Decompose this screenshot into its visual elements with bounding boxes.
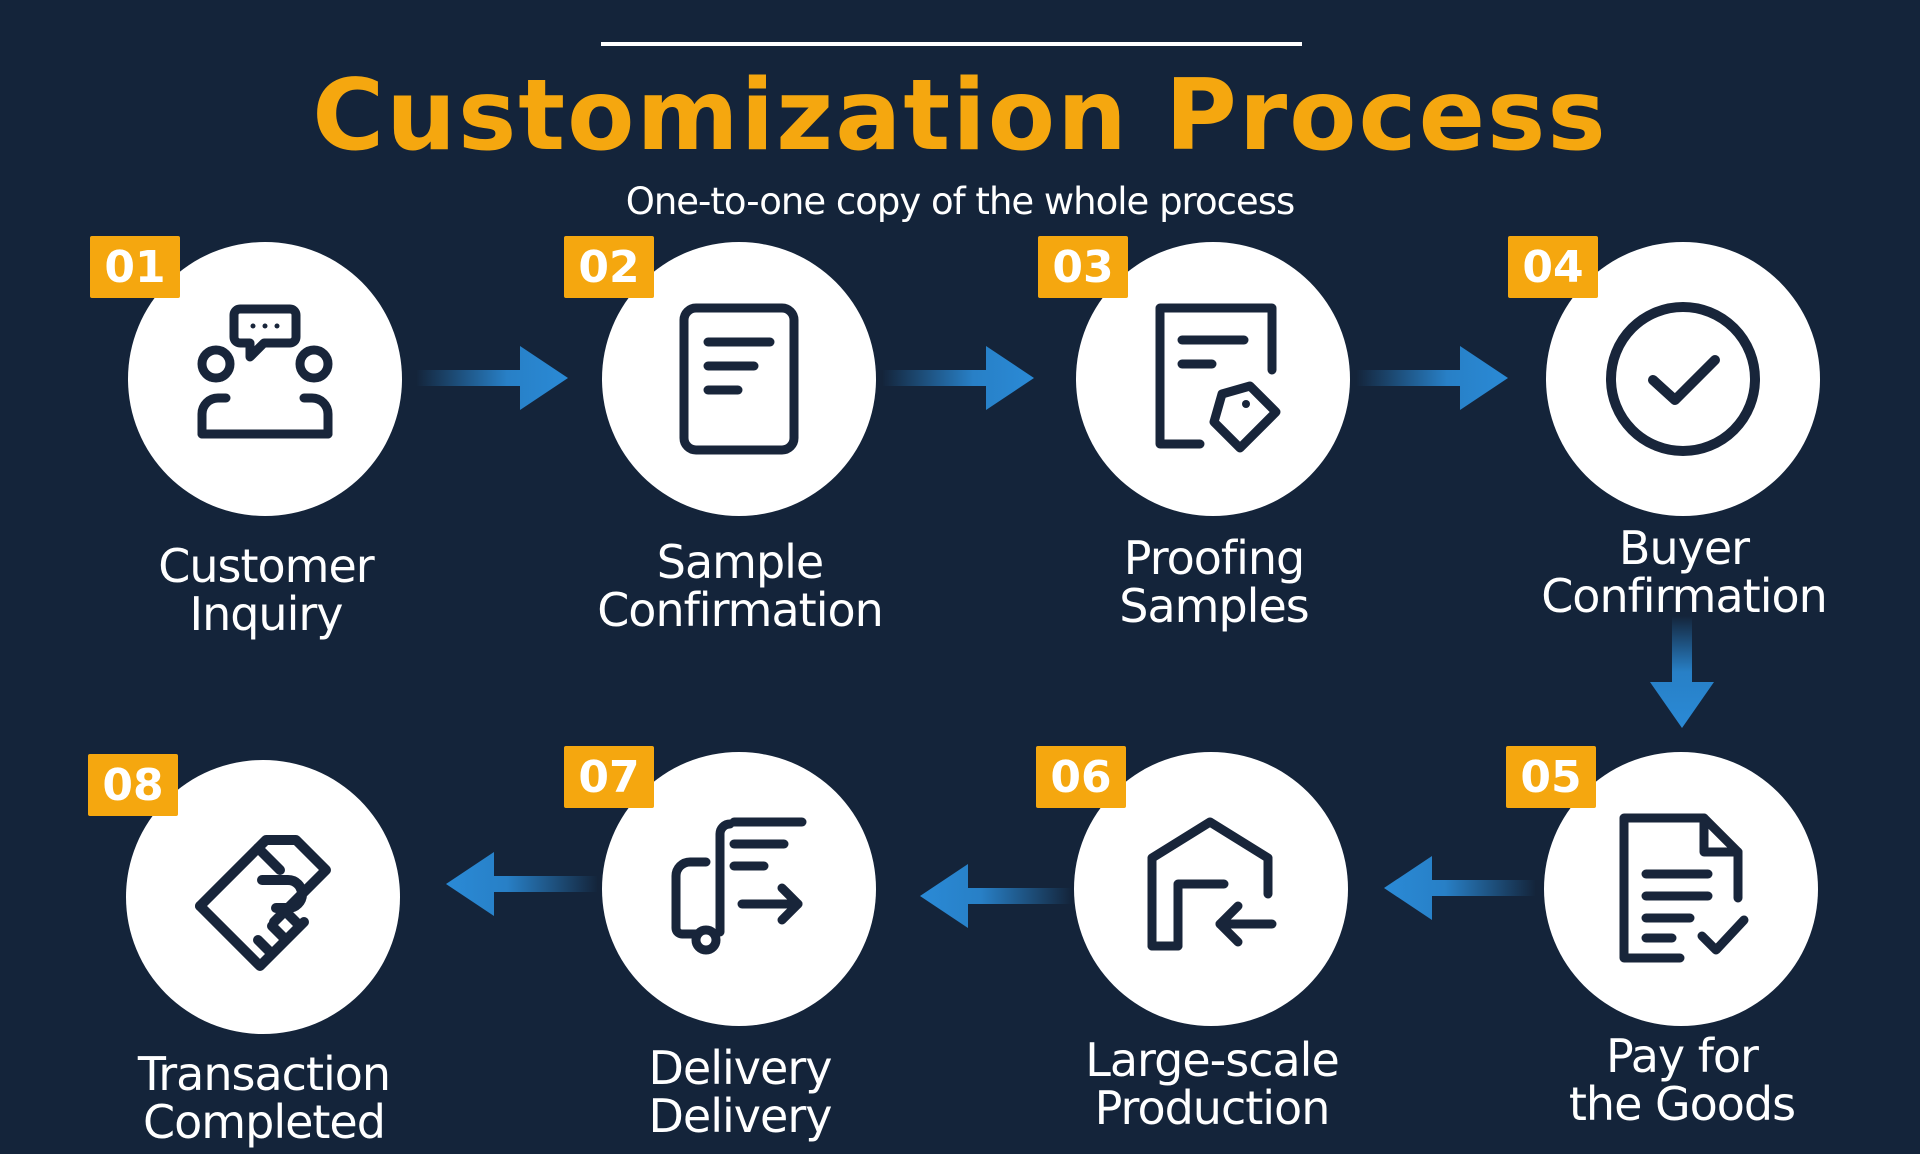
step-number-badge: 04 xyxy=(1508,236,1598,298)
step-label-line2: Confirmation xyxy=(1541,569,1828,623)
step-label: Buyer Confirmation xyxy=(1484,524,1884,620)
step-label: Sample Confirmation xyxy=(540,538,940,634)
flow-arrow-right xyxy=(416,346,568,410)
step-label-line1: Large-scale xyxy=(1085,1033,1340,1087)
meeting-chat-icon xyxy=(197,304,333,439)
step-label: Proofing Samples xyxy=(1014,534,1414,630)
document-tag-icon xyxy=(1155,303,1281,453)
flow-arrow-down xyxy=(1650,616,1714,728)
step-label-line1: Transaction xyxy=(137,1047,391,1101)
page-subtitle: One-to-one copy of the whole process xyxy=(625,180,1296,223)
step-label-line1: Proofing xyxy=(1123,531,1305,585)
step-label: Pay for the Goods xyxy=(1482,1032,1882,1128)
step-circle xyxy=(602,752,876,1026)
step-label-line1: Sample xyxy=(656,535,824,589)
document-icon xyxy=(679,303,799,455)
flow-arrow-right xyxy=(882,346,1034,410)
step-label-line2: the Goods xyxy=(1568,1077,1796,1131)
step-label-line2: Samples xyxy=(1119,579,1309,633)
page-title: Customization Process xyxy=(312,59,1608,173)
step-label-line2: Production xyxy=(1094,1081,1331,1135)
step-number-badge: 02 xyxy=(564,236,654,298)
warehouse-arrow-icon xyxy=(1147,817,1277,951)
step-label-line2: Delivery xyxy=(648,1089,833,1143)
step-label-line1: Customer xyxy=(158,539,374,593)
step-label-line2: Confirmation xyxy=(597,583,884,637)
top-divider xyxy=(601,42,1302,46)
step-label: Large-scale Production xyxy=(1012,1036,1412,1132)
step-number-badge: 08 xyxy=(88,754,178,816)
flow-arrow-right xyxy=(1356,346,1508,410)
step-label: Transaction Completed xyxy=(64,1050,464,1146)
step-label-line1: Delivery xyxy=(648,1041,833,1095)
step-label-line1: Buyer xyxy=(1618,521,1750,575)
delivery-truck-icon xyxy=(671,817,807,955)
step-label: Delivery Delivery xyxy=(540,1044,940,1140)
flow-arrow-left xyxy=(446,852,598,916)
step-number-badge: 07 xyxy=(564,746,654,808)
handshake-icon xyxy=(195,835,331,971)
checkmark-circle-icon xyxy=(1606,302,1760,456)
document-check-icon xyxy=(1619,813,1749,963)
flow-arrow-left xyxy=(1384,856,1536,920)
step-label: Customer Inquiry xyxy=(66,542,466,638)
step-label-line1: Pay for xyxy=(1606,1029,1759,1083)
step-number-badge: 03 xyxy=(1038,236,1128,298)
step-label-line2: Inquiry xyxy=(189,587,344,641)
step-number-badge: 01 xyxy=(90,236,180,298)
step-number-badge: 06 xyxy=(1036,746,1126,808)
step-label-line2: Completed xyxy=(143,1095,386,1149)
step-circle xyxy=(128,242,402,516)
flow-arrow-left xyxy=(920,864,1072,928)
step-number-badge: 05 xyxy=(1506,746,1596,808)
